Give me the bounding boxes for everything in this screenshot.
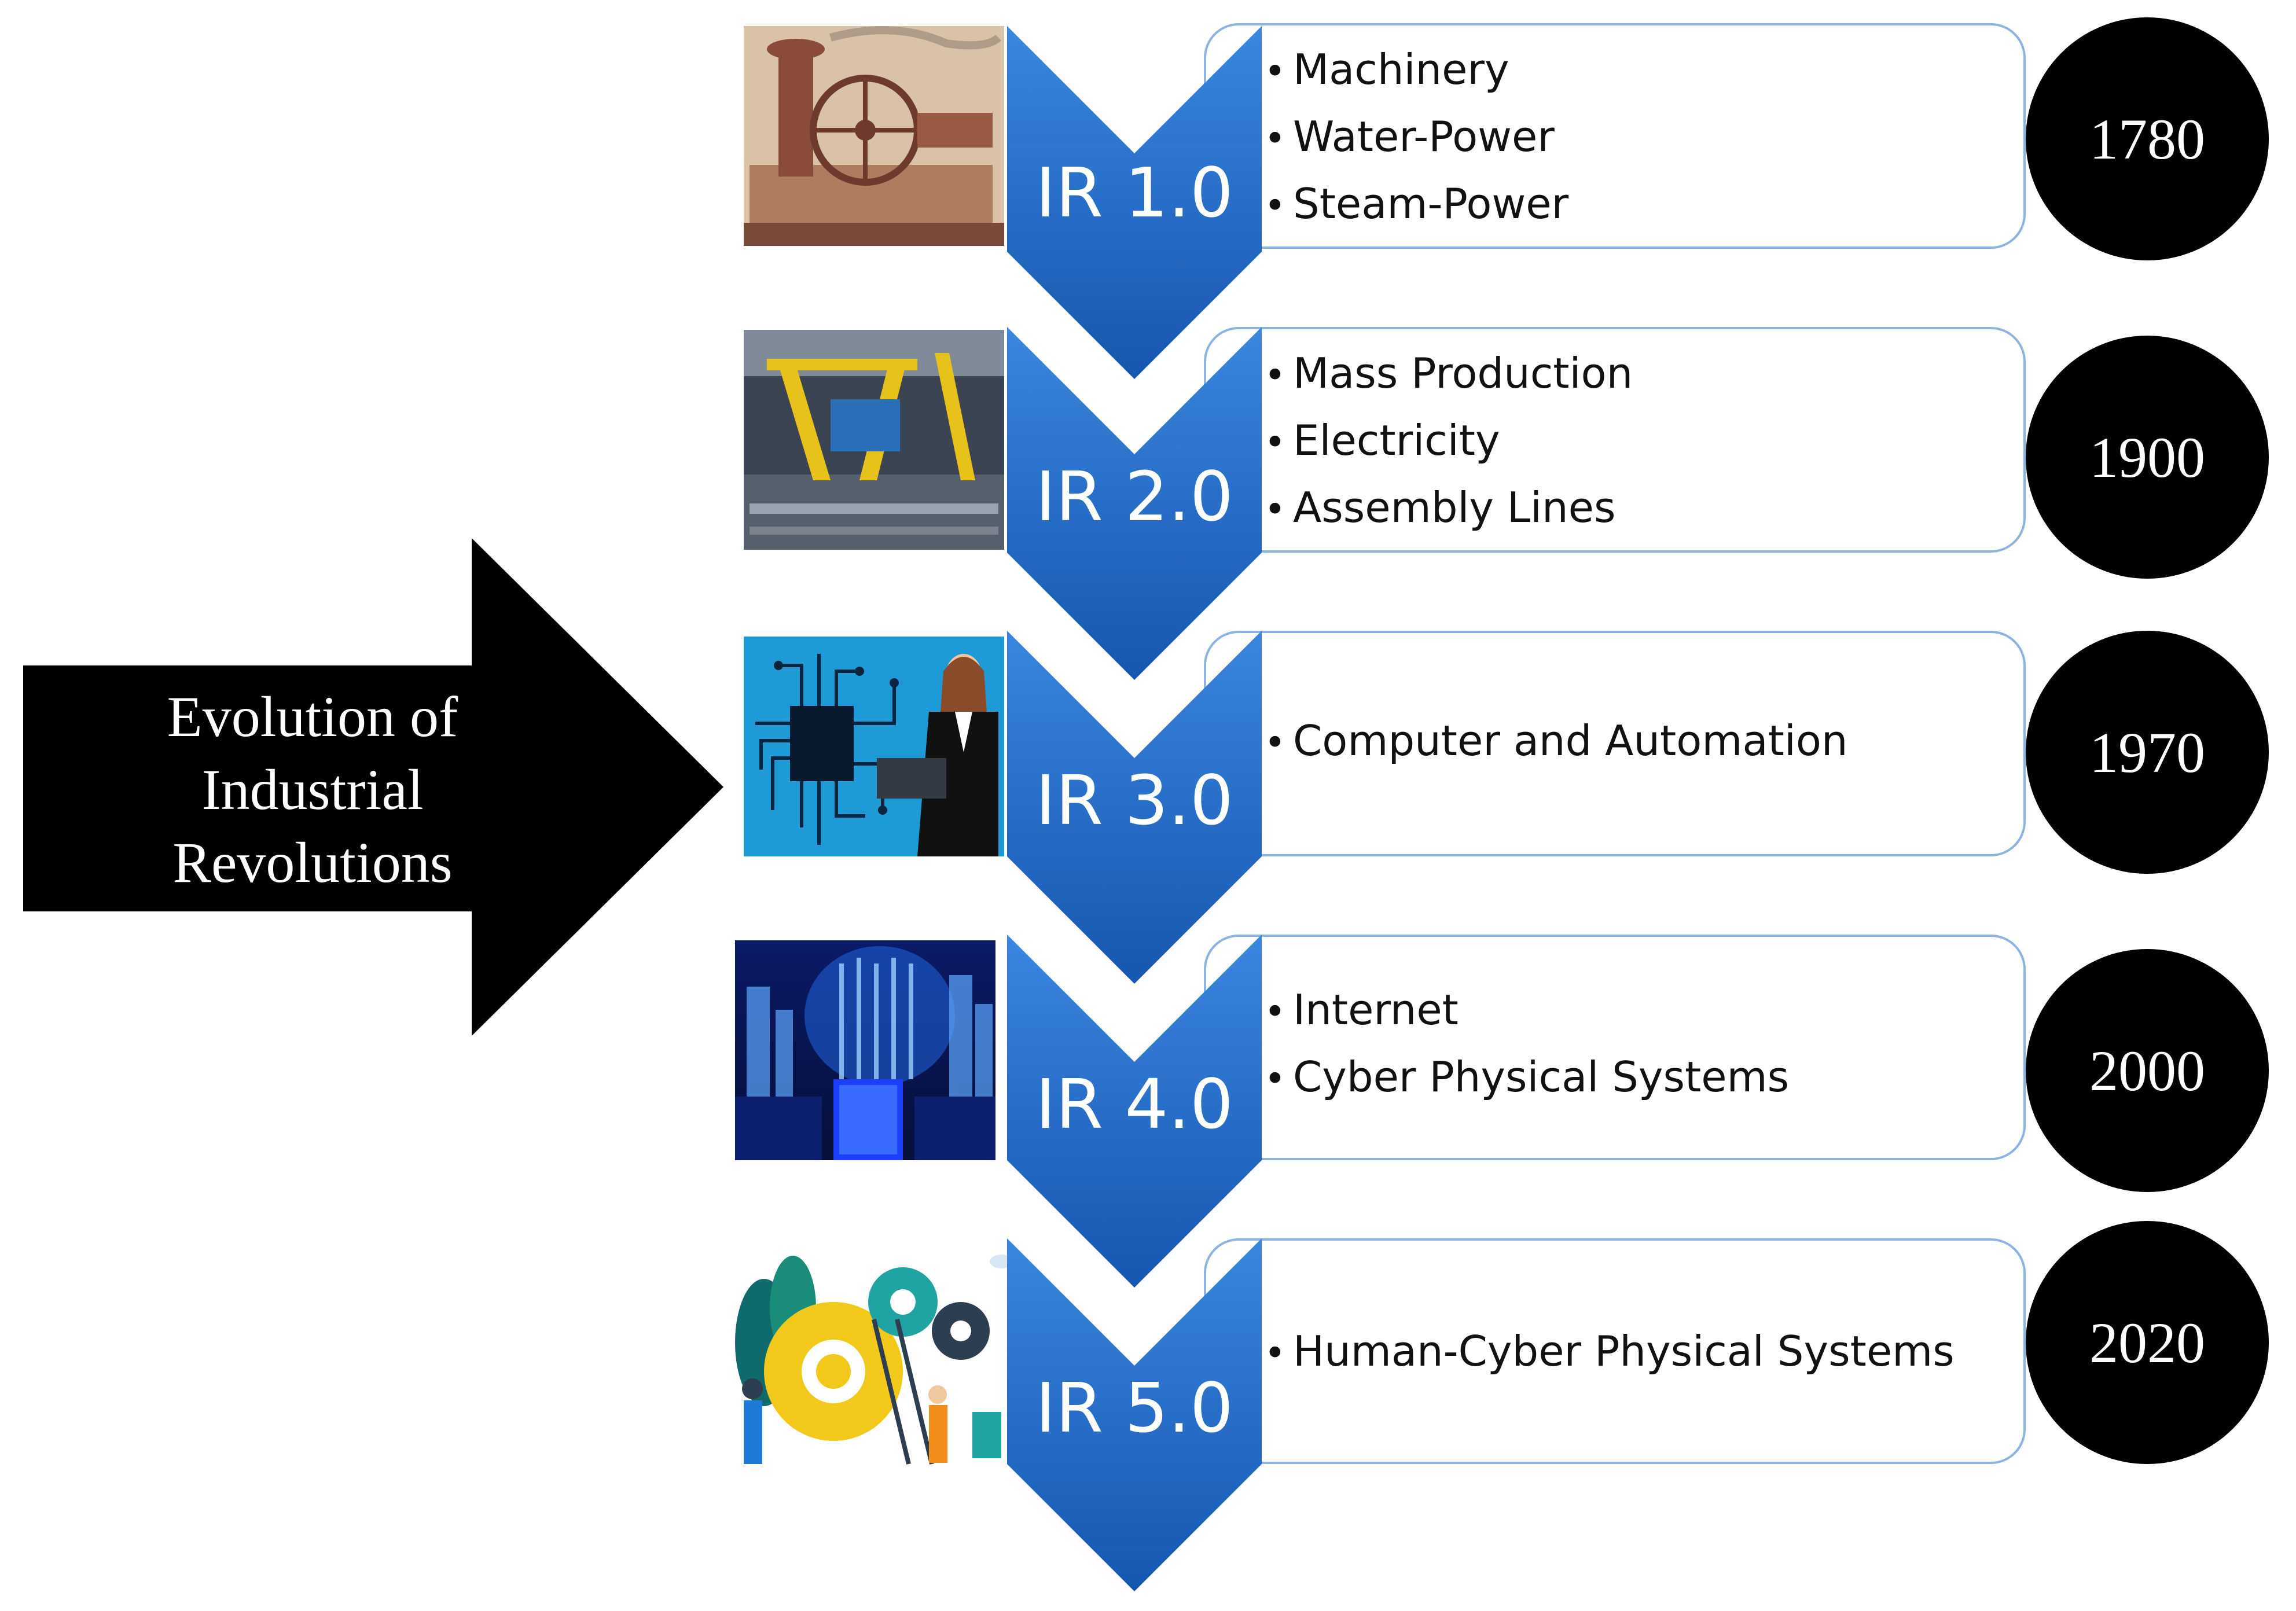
- stage-3-list: Computer and Automation: [1293, 708, 1848, 775]
- stage-4-chevron: [1007, 935, 1262, 1288]
- stage-5-label: IR 5.0: [1035, 1368, 1233, 1448]
- stage-1-image: [744, 26, 1004, 246]
- evolution-arrow-label: Evolution of Industrial Revolutions: [23, 665, 602, 914]
- arrow-line-2: Industrial: [201, 757, 424, 822]
- stage-5-image: [729, 1238, 1013, 1470]
- stage-1-year: 1780: [2026, 17, 2269, 260]
- list-item: Water-Power: [1293, 104, 1568, 171]
- stage-3-label: IR 3.0: [1035, 760, 1233, 840]
- list-item: Machinery: [1293, 37, 1568, 104]
- stage-4-list: Internet Cyber Physical Systems: [1293, 977, 1789, 1112]
- list-item: Assembly Lines: [1293, 475, 1633, 542]
- stage-5-chevron: [1007, 1238, 1262, 1591]
- stage-5-year: 2020: [2026, 1221, 2269, 1464]
- stage-1-list: Machinery Water-Power Steam-Power: [1293, 37, 1568, 238]
- arrow-line-3: Revolutions: [172, 830, 453, 895]
- stage-2-label: IR 2.0: [1035, 457, 1233, 536]
- list-item: Steam-Power: [1293, 171, 1568, 238]
- stage-3-box: Computer and Automation: [1204, 631, 2026, 856]
- list-item: Electricity: [1293, 408, 1633, 475]
- list-item: Cyber Physical Systems: [1293, 1044, 1789, 1112]
- stage-4-year: 2000: [2026, 949, 2269, 1192]
- stage-1-chevron: [1007, 26, 1262, 379]
- stage-2-box: Mass Production Electricity Assembly Lin…: [1204, 327, 2026, 553]
- arrow-line-1: Evolution of: [167, 685, 458, 749]
- stage-4-box: Internet Cyber Physical Systems: [1204, 935, 2026, 1160]
- stage-4-label: IR 4.0: [1035, 1064, 1233, 1144]
- stage-2-chevron: [1007, 327, 1262, 680]
- stage-3-year: 1970: [2026, 631, 2269, 874]
- stage-2-list: Mass Production Electricity Assembly Lin…: [1293, 341, 1633, 542]
- list-item: Internet: [1293, 977, 1789, 1044]
- list-item: Computer and Automation: [1293, 708, 1848, 775]
- stage-5-box: Human-Cyber Physical Systems: [1204, 1238, 2026, 1464]
- stage-4-image: [735, 940, 995, 1160]
- stage-1-label: IR 1.0: [1035, 153, 1233, 233]
- stage-3-image: [744, 637, 1004, 856]
- stage-5-list: Human-Cyber Physical Systems: [1293, 1319, 1955, 1386]
- stage-2-image: [744, 330, 1004, 550]
- stage-1-box: Machinery Water-Power Steam-Power: [1204, 23, 2026, 249]
- stage-2-year: 1900: [2026, 336, 2269, 579]
- list-item: Mass Production: [1293, 341, 1633, 408]
- list-item: Human-Cyber Physical Systems: [1293, 1319, 1955, 1386]
- stage-3-chevron: [1007, 631, 1262, 984]
